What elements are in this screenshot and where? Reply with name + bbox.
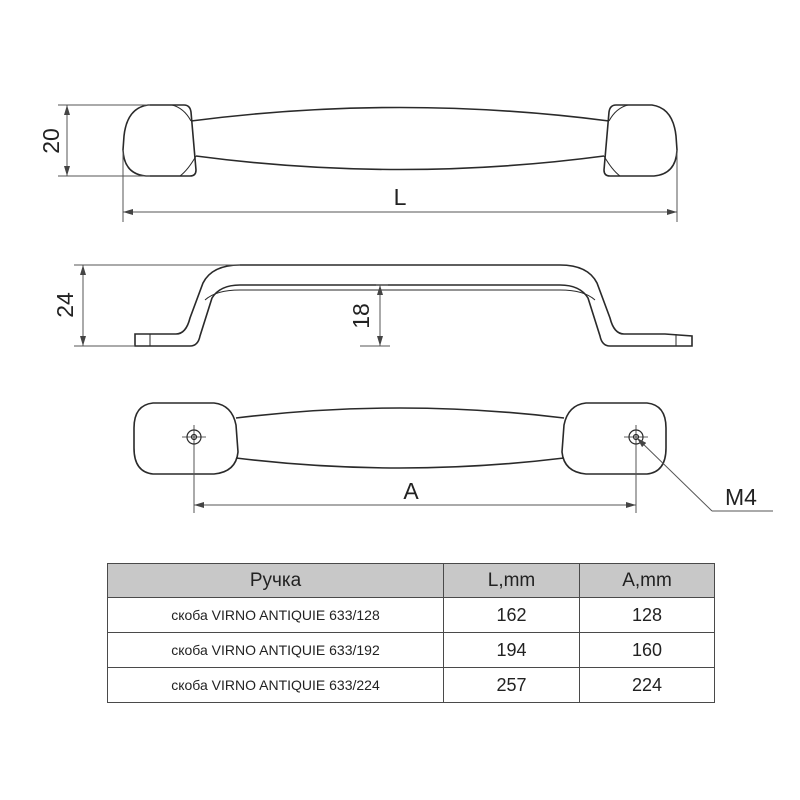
table-cell-a: 224 [579, 667, 715, 703]
table-cell-l: 257 [443, 667, 580, 703]
bottom-view-grip [235, 407, 565, 469]
table-row: скоба VIRNO ANTIQUIE 633/224 257 224 [107, 667, 715, 703]
specification-table: Ручка L,mm A,mm скоба VIRNO ANTIQUIE 633… [107, 563, 715, 703]
top-view-dimensions [58, 104, 678, 222]
bottom-view-dimensions [193, 437, 773, 513]
bottom-view-left-end [133, 402, 239, 475]
column-header-l: L,mm [443, 563, 580, 598]
column-header-handle: Ручка [107, 563, 444, 598]
side-view [134, 264, 693, 347]
dimension-label-20: 20 [38, 128, 64, 154]
dimension-label-l: L [394, 184, 407, 210]
thread-label-m4: M4 [725, 484, 757, 510]
column-header-a: A,mm [579, 563, 715, 598]
table-header-row: Ручка L,mm A,mm [107, 563, 715, 598]
table-cell-name: скоба VIRNO ANTIQUIE 633/128 [107, 597, 444, 633]
bottom-view-right-end [561, 402, 667, 475]
table-cell-name: скоба VIRNO ANTIQUIE 633/192 [107, 632, 444, 668]
top-view [122, 104, 678, 177]
dimension-label-24: 24 [52, 292, 78, 318]
top-view-right-end [603, 104, 678, 177]
top-view-transition-lines [171, 104, 629, 177]
table-row: скоба VIRNO ANTIQUIE 633/192 194 160 [107, 632, 715, 668]
side-view-outline [134, 264, 693, 347]
table-cell-l: 194 [443, 632, 580, 668]
dimension-label-a: A [403, 478, 419, 504]
dimension-label-18: 18 [348, 303, 374, 329]
bottom-view [133, 402, 667, 475]
top-view-grip [190, 106, 610, 171]
side-view-dimensions [74, 264, 390, 347]
mounting-hole-right [624, 425, 648, 449]
table-cell-a: 160 [579, 632, 715, 668]
top-view-left-end [122, 104, 197, 177]
side-view-inner-line [204, 289, 596, 301]
table-cell-name: скоба VIRNO ANTIQUIE 633/224 [107, 667, 444, 703]
table-cell-a: 128 [579, 597, 715, 633]
table-cell-l: 162 [443, 597, 580, 633]
table-row: скоба VIRNO ANTIQUIE 633/128 162 128 [107, 597, 715, 633]
mounting-hole-left [182, 425, 206, 449]
